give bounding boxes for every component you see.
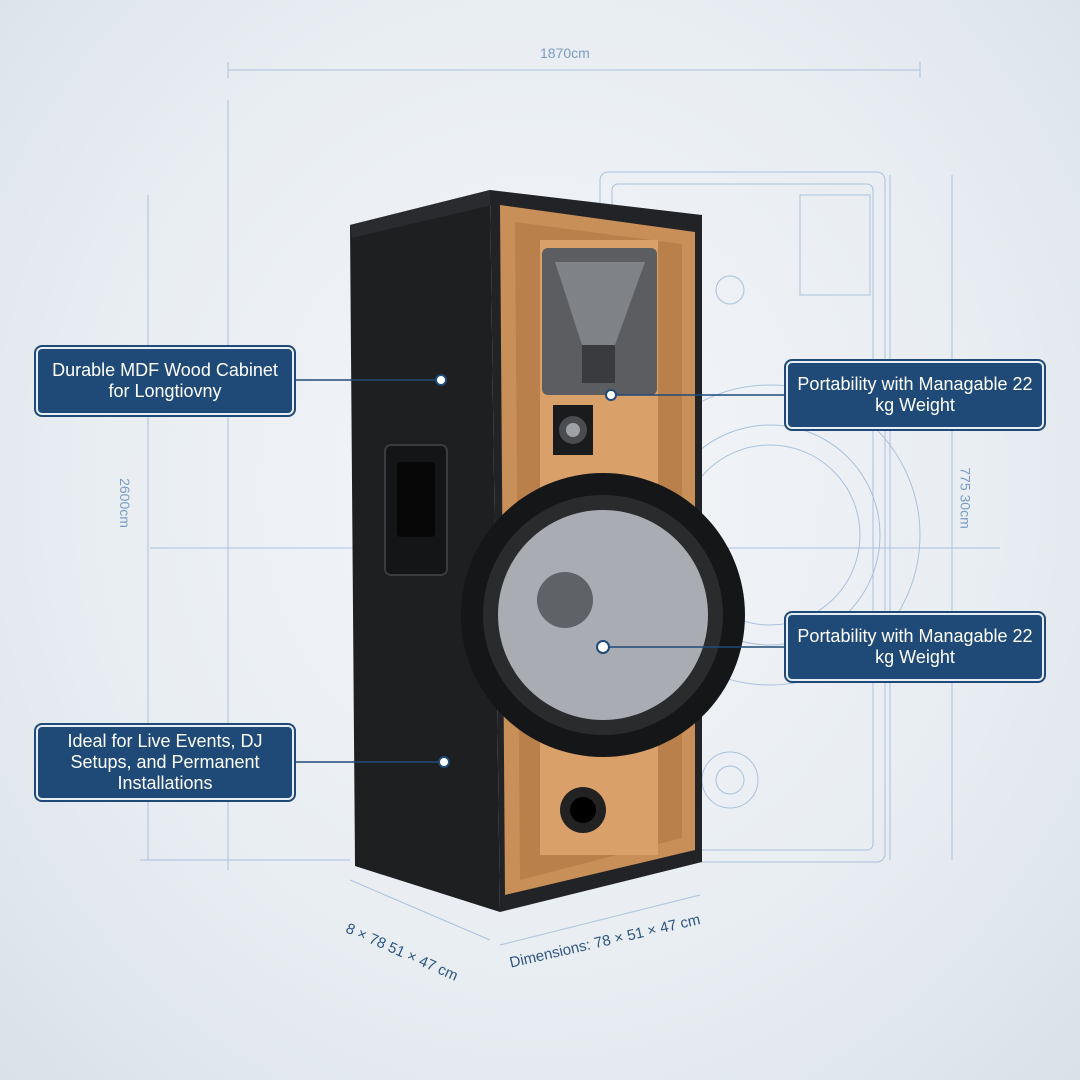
callout-dots [435,374,617,768]
dimension-left: 2600cm [116,478,133,528]
callout-lines [295,379,785,763]
callout-weight-top: Portability with Managable 22 kg Weight [786,361,1044,429]
callout-cabinet: Durable MDF Wood Cabinet for Longtiovny [36,347,294,415]
callout-use-cases: Ideal for Live Events, DJ Setups, and Pe… [36,725,294,800]
dimension-right: 775 30cm [957,467,974,529]
callout-weight-bottom: Portability with Managable 22 kg Weight [786,613,1044,681]
dimension-top: 1870cm [540,45,590,61]
blueprint-lines [140,62,1000,946]
